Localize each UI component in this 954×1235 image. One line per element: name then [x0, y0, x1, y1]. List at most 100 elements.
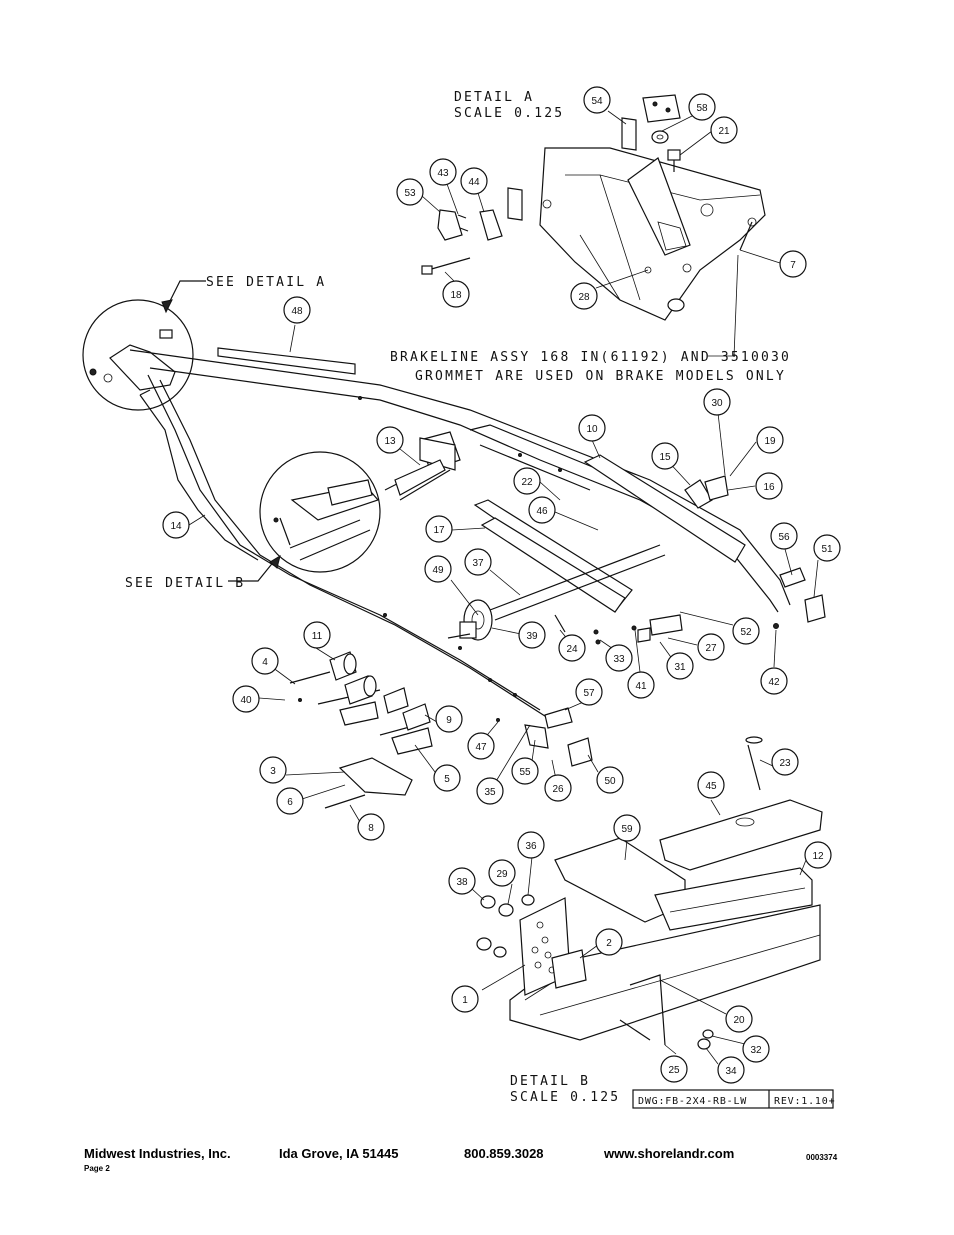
svg-text:31: 31 [674, 662, 686, 673]
see-detail-b: SEE DETAIL B [125, 576, 245, 591]
see-detail-a: SEE DETAIL A [206, 275, 326, 290]
callout-balloons: 54 58 21 43 44 53 7 18 28 48 30 10 13 19… [162, 86, 841, 1084]
callout-50: 50 [596, 766, 624, 794]
svg-text:1: 1 [462, 995, 468, 1006]
callout-58: 58 [688, 93, 716, 121]
svg-text:15: 15 [659, 452, 671, 463]
svg-text:23: 23 [779, 758, 791, 769]
svg-text:57: 57 [583, 688, 595, 699]
svg-text:47: 47 [475, 742, 487, 753]
detail-a-scale: SCALE 0.125 [454, 106, 564, 121]
svg-text:42: 42 [768, 677, 780, 688]
callout-21: 21 [710, 116, 738, 144]
callout-47: 47 [467, 732, 495, 760]
callout-6: 6 [276, 787, 304, 815]
detail-b-title: DETAIL B [510, 1074, 590, 1089]
svg-text:12: 12 [812, 851, 824, 862]
callout-18: 18 [442, 280, 470, 308]
svg-text:46: 46 [536, 506, 548, 517]
svg-text:14: 14 [170, 521, 182, 532]
callout-32: 32 [742, 1035, 770, 1063]
svg-text:29: 29 [496, 869, 508, 880]
detail-a-coupler-assembly [421, 94, 766, 321]
callout-17: 17 [425, 515, 453, 543]
svg-text:13: 13 [384, 436, 396, 447]
svg-text:32: 32 [750, 1045, 762, 1056]
svg-text:25: 25 [668, 1065, 680, 1076]
callout-55: 55 [511, 757, 539, 785]
callout-53: 53 [396, 178, 424, 206]
svg-text:43: 43 [437, 168, 449, 179]
roller-parts [289, 651, 500, 809]
trailer-frame [82, 299, 826, 767]
svg-text:10: 10 [586, 424, 598, 435]
company-name: Midwest Industries, Inc. [84, 1146, 231, 1161]
svg-text:56: 56 [778, 532, 790, 543]
callout-41: 41 [627, 671, 655, 699]
callout-11: 11 [303, 621, 331, 649]
svg-text:24: 24 [566, 644, 578, 655]
svg-text:48: 48 [291, 306, 303, 317]
callout-15: 15 [651, 442, 679, 470]
page-number: Page 2 [84, 1164, 110, 1173]
callout-31: 31 [666, 652, 694, 680]
callout-1: 1 [451, 985, 479, 1013]
callout-26: 26 [544, 774, 572, 802]
callout-12: 12 [804, 841, 832, 869]
svg-text:21: 21 [718, 126, 730, 137]
detail-b-scale: SCALE 0.125 [510, 1090, 620, 1105]
callout-39: 39 [518, 621, 546, 649]
revision: REV:1.10+ [774, 1096, 835, 1107]
svg-text:16: 16 [763, 482, 775, 493]
callout-33: 33 [605, 644, 633, 672]
page-footer: Midwest Industries, Inc. Page 2 Ida Grov… [84, 1146, 864, 1182]
svg-text:5: 5 [444, 774, 450, 785]
callout-4: 4 [251, 647, 279, 675]
svg-text:40: 40 [240, 695, 252, 706]
callout-5: 5 [433, 764, 461, 792]
callout-13: 13 [376, 426, 404, 454]
svg-text:33: 33 [613, 654, 625, 665]
svg-text:41: 41 [635, 681, 647, 692]
svg-text:8: 8 [368, 823, 374, 834]
callout-35: 35 [476, 777, 504, 805]
svg-text:2: 2 [606, 938, 612, 949]
callout-27: 27 [697, 633, 725, 661]
svg-text:26: 26 [552, 784, 564, 795]
callout-54: 54 [583, 86, 611, 114]
svg-text:38: 38 [456, 877, 468, 888]
callout-3: 3 [259, 756, 287, 784]
title-block: DWG:FB-2X4-RB-LW REV:1.10+ [632, 1089, 835, 1109]
svg-text:6: 6 [287, 797, 293, 808]
callout-8: 8 [357, 813, 385, 841]
callout-19: 19 [756, 426, 784, 454]
callout-57: 57 [575, 678, 603, 706]
company-phone: 800.859.3028 [464, 1146, 544, 1161]
svg-text:53: 53 [404, 188, 416, 199]
brakeline-note-line2: GROMMET ARE USED ON BRAKE MODELS ONLY [415, 369, 786, 384]
callout-20: 20 [725, 1005, 753, 1033]
svg-text:3: 3 [270, 766, 276, 777]
callout-9: 9 [435, 705, 463, 733]
svg-text:20: 20 [733, 1015, 745, 1026]
callout-29: 29 [488, 859, 516, 887]
callout-10: 10 [578, 414, 606, 442]
dwg-number: DWG:FB-2X4-RB-LW [638, 1096, 747, 1107]
svg-text:36: 36 [525, 841, 537, 852]
callout-46: 46 [528, 496, 556, 524]
brakeline-note-line1: BRAKELINE ASSY 168 IN(61192) AND 3510030 [390, 350, 791, 365]
callout-56: 56 [770, 522, 798, 550]
callout-36: 36 [517, 831, 545, 859]
company-address: Ida Grove, IA 51445 [279, 1146, 399, 1161]
callout-7: 7 [779, 250, 807, 278]
callout-48: 48 [283, 296, 311, 324]
callout-2: 2 [595, 928, 623, 956]
svg-text:19: 19 [764, 436, 776, 447]
svg-text:51: 51 [821, 544, 833, 555]
svg-text:44: 44 [468, 177, 480, 188]
callout-51: 51 [813, 534, 841, 562]
callout-22: 22 [513, 467, 541, 495]
svg-text:45: 45 [705, 781, 717, 792]
callout-14: 14 [162, 511, 190, 539]
